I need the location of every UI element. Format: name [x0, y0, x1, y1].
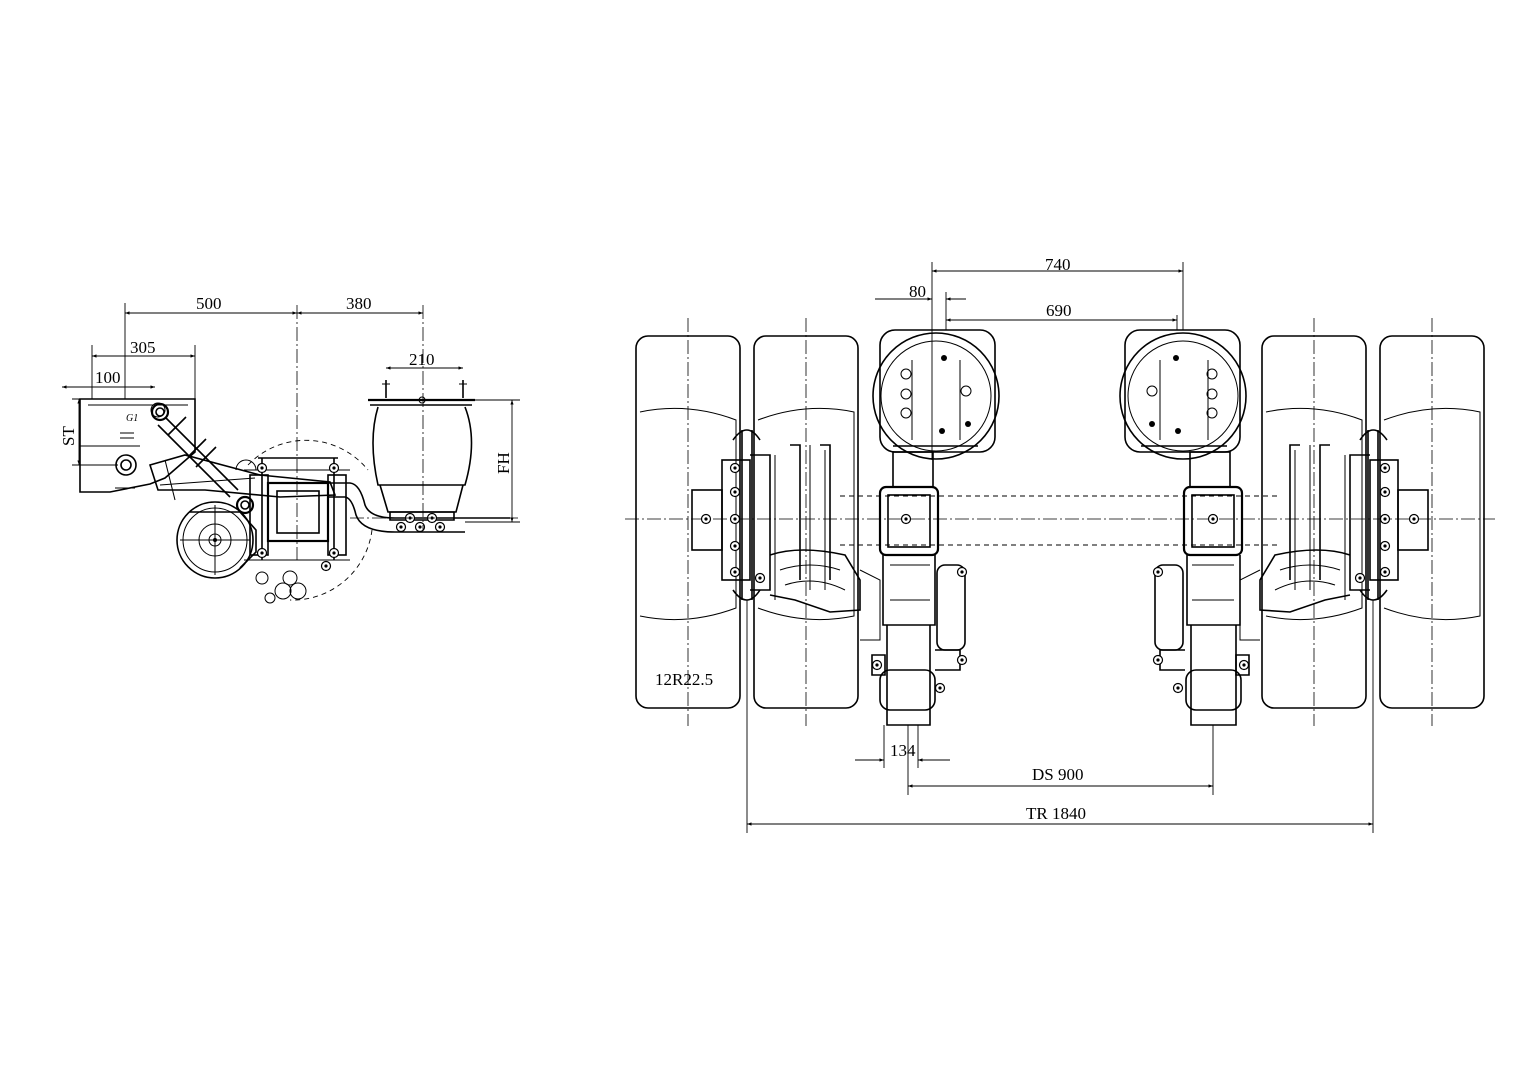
tires: [635, 335, 1485, 709]
side-view: G1: [59, 294, 520, 604]
left-hub-brake: [691, 444, 861, 613]
dim-fh-label: FH: [494, 452, 513, 474]
right-hub-brake: [1259, 444, 1429, 613]
dim-210-label: 210: [409, 350, 435, 369]
dim-100-label: 100: [95, 368, 121, 387]
hanger-bracket: G1: [79, 398, 196, 493]
dim-380-label: 380: [346, 294, 372, 313]
dim-134-label: 134: [890, 741, 916, 760]
dim-80-label: 80: [909, 282, 926, 301]
side-dimensions: [62, 303, 520, 523]
dim-500-label: 500: [196, 294, 222, 313]
tire-size-label: 12R22.5: [655, 670, 713, 689]
rear-view: 740 80 690 134 DS 900 TR 1840 12R22.5: [625, 255, 1495, 833]
rear-dimension-labels: 740 80 690 134 DS 900 TR 1840 12R22.5: [655, 255, 1086, 823]
side-dimension-labels: 500 380 305 210 100 ST FH: [59, 294, 513, 474]
wheel-center-lines: [625, 318, 1495, 726]
right-spring-hanger: [1119, 329, 1261, 726]
dim-305-label: 305: [130, 338, 156, 357]
trailing-arm: [148, 454, 337, 501]
air-spring: [368, 380, 475, 533]
axle-beam: [840, 495, 1280, 546]
beam-to-spring: [328, 482, 510, 533]
shock-absorber: [150, 402, 255, 515]
dim-ds-label: DS 900: [1032, 765, 1083, 784]
dim-740-label: 740: [1045, 255, 1071, 274]
brake-drum: [176, 439, 373, 604]
side-center-lines: [296, 305, 520, 560]
dim-st-label: ST: [59, 426, 78, 446]
left-spring-hanger: [859, 329, 1000, 726]
axle-seat: [244, 457, 350, 572]
dim-tr-label: TR 1840: [1026, 804, 1086, 823]
rear-dimensions: [746, 262, 1374, 833]
svg-text:G1: G1: [126, 413, 138, 424]
dim-690-label: 690: [1046, 301, 1072, 320]
